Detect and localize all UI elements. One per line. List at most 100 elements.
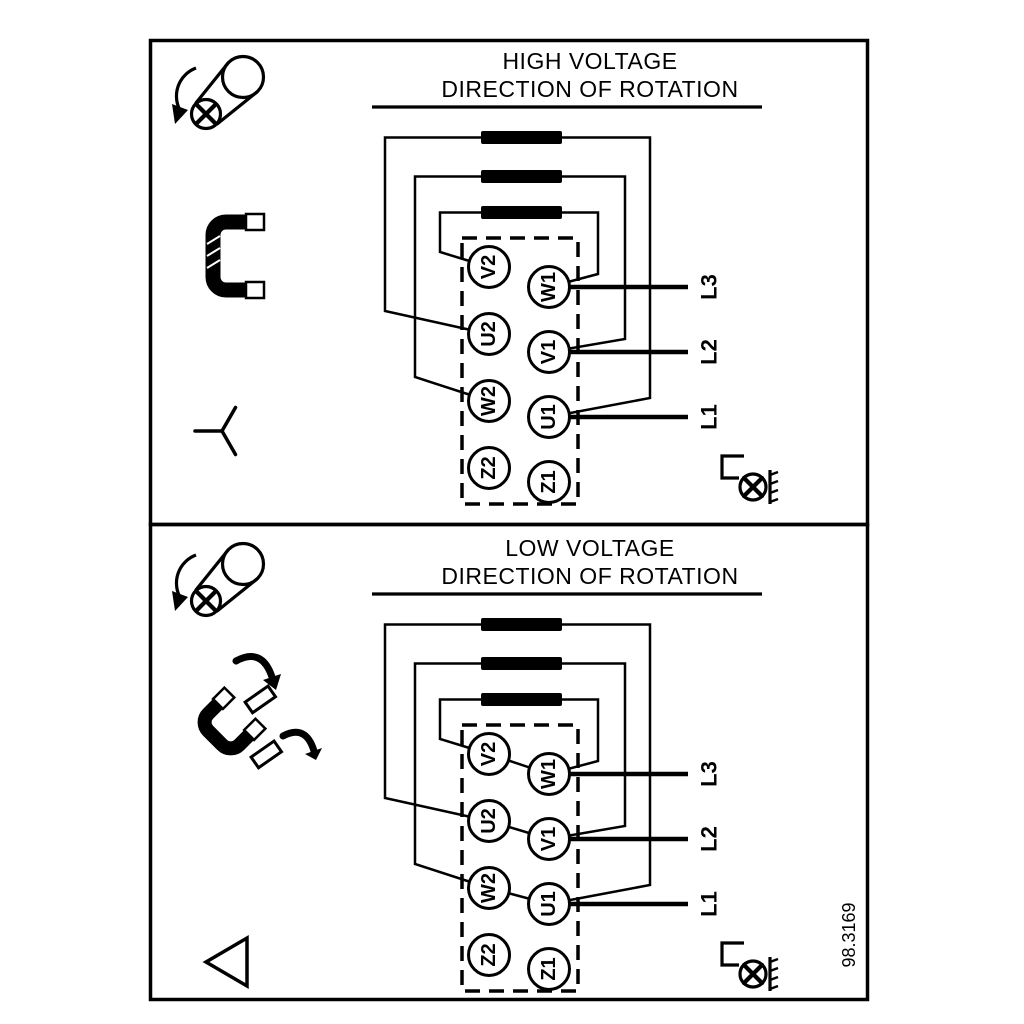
terminal-box: [460, 723, 580, 993]
ground-hatch: [769, 488, 779, 495]
supply-labels: L3 L2 L1: [697, 274, 722, 430]
ground-screw-icon: [720, 454, 779, 504]
move-arrowhead: [263, 674, 281, 690]
ground-hatch: [769, 966, 779, 973]
supply-label-l2: L2: [697, 339, 722, 365]
terminal-v1-label: V1: [538, 827, 560, 851]
link-bar: [481, 170, 562, 183]
move-arrow: [279, 728, 318, 755]
section-low-voltage: LOW VOLTAGE DIRECTION OF ROTATION: [172, 535, 779, 993]
terminal-w1-label: W1: [538, 759, 560, 789]
link-bar: [481, 618, 562, 631]
terminal-v2: [467, 732, 511, 776]
phillips-cross: [194, 589, 218, 613]
ground-hatch: [769, 470, 779, 477]
terminal-u1: [527, 395, 571, 439]
terminal-v2-label: V2: [478, 255, 500, 279]
terminal-v1-label: V1: [538, 340, 560, 364]
section-title-line1: LOW VOLTAGE: [505, 535, 675, 561]
terminal-z2-label: Z2: [478, 943, 500, 966]
link-hatch: [206, 235, 221, 245]
ground-hatch: [769, 957, 779, 964]
terminal-z2: [467, 933, 511, 977]
terminal-z2-label: Z2: [478, 456, 500, 479]
screw-head: [220, 54, 266, 100]
terminal-z1-label: Z1: [538, 470, 560, 493]
link-bar: [481, 693, 562, 706]
delta-triangle: [202, 934, 249, 990]
screw-head: [220, 541, 266, 587]
link-piece: [249, 738, 284, 770]
terminal-v1: [527, 330, 571, 374]
supply-label-l2: L2: [697, 826, 722, 852]
terminal-box: [460, 236, 580, 506]
terminal-w1-label: W1: [538, 272, 560, 302]
screw-body-edge: [215, 90, 259, 126]
terminal-u1-label: U1: [538, 404, 560, 430]
link-bracket-tilted: [197, 685, 268, 756]
ground-hatch: [769, 479, 779, 486]
screw-rotation-icon: [172, 54, 266, 131]
terminal-w2: [467, 866, 511, 910]
terminal-u2-label: U2: [478, 808, 500, 834]
phillips-cross: [741, 475, 765, 499]
terminal-z2: [467, 446, 511, 490]
ground-bracket: [720, 454, 744, 480]
move-arrowhead: [305, 748, 322, 760]
terminal-w2: [467, 379, 511, 423]
star-spoke: [220, 405, 238, 433]
terminal-v2: [467, 245, 511, 289]
supply-label-l3: L3: [697, 761, 722, 787]
terminal-u1-label: U1: [538, 891, 560, 917]
star-symbol-icon: [193, 405, 238, 457]
link-tip: [244, 280, 266, 300]
star-spoke: [220, 429, 238, 457]
terminal-u2: [467, 799, 511, 843]
terminals: V2 U2 W2 Z2 W1 V1 U1 Z1: [467, 245, 571, 504]
delta-symbol-icon: [202, 934, 249, 990]
screw-body-edge: [194, 61, 230, 105]
rotation-arrowhead: [172, 591, 188, 611]
supply-labels: L3 L2 L1: [697, 761, 722, 917]
section-high-voltage: HIGH VOLTAGE DIRECTION OF ROTATION: [172, 48, 779, 506]
link-tip: [244, 212, 266, 232]
link-piece: [243, 683, 278, 715]
link-bar: [481, 206, 562, 219]
terminal-z1: [527, 460, 571, 504]
phillips-cross: [741, 962, 765, 986]
terminal-u2-label: U2: [478, 321, 500, 347]
terminal-u1: [527, 882, 571, 926]
terminal-v2-label: V2: [478, 742, 500, 766]
phillips-cross: [194, 102, 218, 126]
supply-label-l3: L3: [697, 274, 722, 300]
screw-body-edge: [194, 548, 230, 592]
supply-label-l1: L1: [697, 891, 722, 917]
ground-hatch: [769, 984, 779, 991]
terminal-z1: [527, 947, 571, 991]
section-title-line1: HIGH VOLTAGE: [502, 48, 677, 74]
ground-bracket: [720, 941, 744, 967]
terminal-link-icon: [205, 212, 266, 300]
link-bar: [481, 131, 562, 144]
terminal-w1: [527, 265, 571, 309]
link-bracket: [205, 214, 252, 298]
terminal-w2-label: W2: [478, 386, 500, 416]
screw-body-edge: [215, 577, 259, 613]
move-arrow: [232, 653, 276, 681]
ground-screw-icon: [720, 941, 779, 991]
link-tip: [211, 685, 237, 711]
ground-hatch: [769, 975, 779, 982]
link-hatch: [206, 259, 221, 269]
terminal-w2-label: W2: [478, 873, 500, 903]
terminal-z1-label: Z1: [538, 957, 560, 980]
link-bar: [481, 657, 562, 670]
link-bracket: [197, 696, 257, 756]
link-hatch: [206, 247, 221, 257]
link-reposition-arrows-icon: [197, 653, 322, 770]
screw-rotation-icon: [172, 541, 266, 618]
supply-label-l1: L1: [697, 404, 722, 430]
frame-low-voltage: [148, 522, 870, 1002]
figure-number: 98.3169: [839, 902, 859, 967]
